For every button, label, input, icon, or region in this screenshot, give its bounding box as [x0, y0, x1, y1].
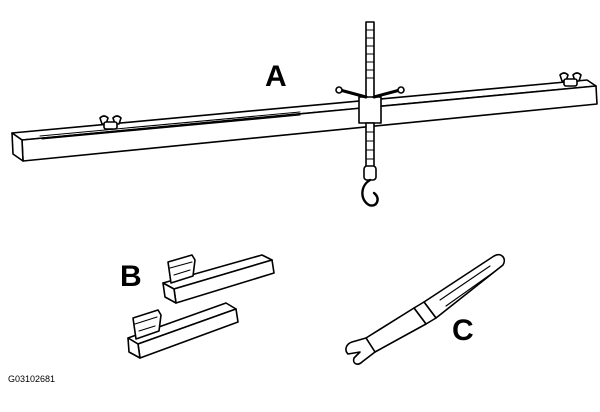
- callout-a: A: [265, 60, 287, 93]
- callout-c: C: [452, 314, 474, 347]
- support-bar-icon: [11, 79, 598, 162]
- callout-b: B: [120, 260, 142, 293]
- threaded-rod-icon: [335, 21, 405, 169]
- hook-icon: [361, 165, 379, 207]
- fork-lever-tool-icon: [345, 253, 506, 365]
- lower-bracket-icon: [127, 302, 239, 359]
- left-wing-nut-icon: [99, 115, 122, 130]
- upper-bracket-icon: [162, 254, 275, 304]
- right-wing-nut-icon: [559, 72, 582, 87]
- figure-code: G03102681: [8, 374, 56, 384]
